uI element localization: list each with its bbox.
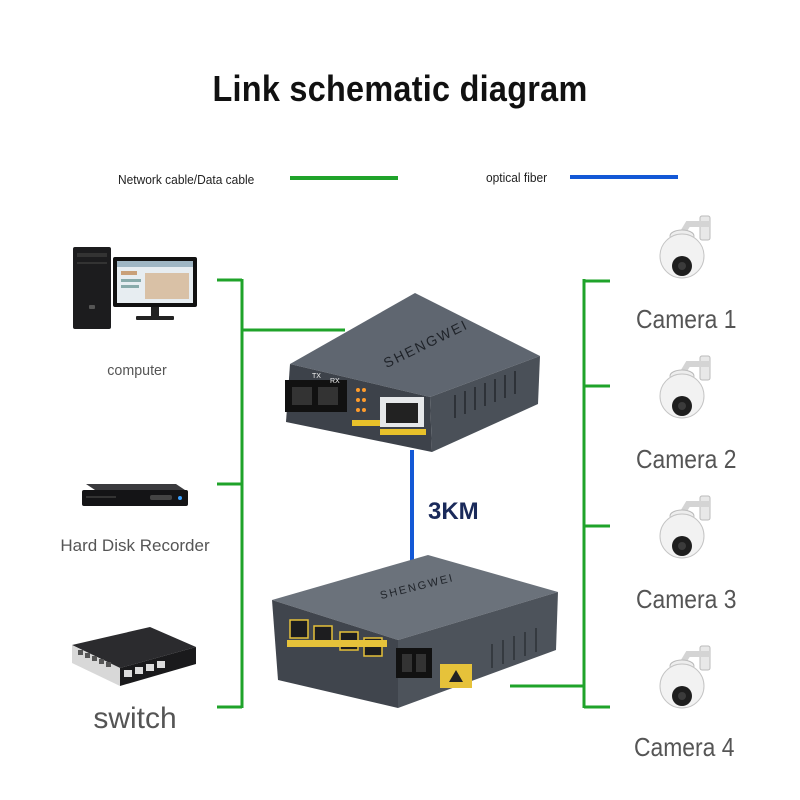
poe-switch-illustration [272,555,558,708]
camera-3-illustration [659,495,711,559]
legend-optical-fiber-label: optical fiber [486,170,548,185]
media-converter-illustration [285,293,540,452]
camera-2-label: Camera 2 [636,444,737,474]
computer-label: computer [107,362,167,379]
right-network-bus [510,279,610,709]
switch-illustration [72,627,196,686]
computer-illustration [73,247,197,329]
legend-network-cable-label: Network cable/Data cable [118,172,255,187]
camera-1-illustration [659,215,711,279]
diagram-title: Link schematic diagram [212,68,588,109]
media-converter-rx-label: RX [330,378,340,385]
camera-2-illustration [659,355,711,419]
switch-label: switch [93,702,177,735]
camera-1-label: Camera 1 [636,304,737,334]
camera-4-illustration [659,645,711,709]
hard-disk-recorder-label: Hard Disk Recorder [60,536,210,555]
hard-disk-recorder-illustration [82,484,188,506]
camera-4-label: Camera 4 [634,732,735,762]
fiber-distance-label: 3KM [428,498,479,525]
media-converter-tx-label: TX [312,373,321,380]
left-network-bus [217,278,345,709]
camera-3-label: Camera 3 [636,584,737,614]
